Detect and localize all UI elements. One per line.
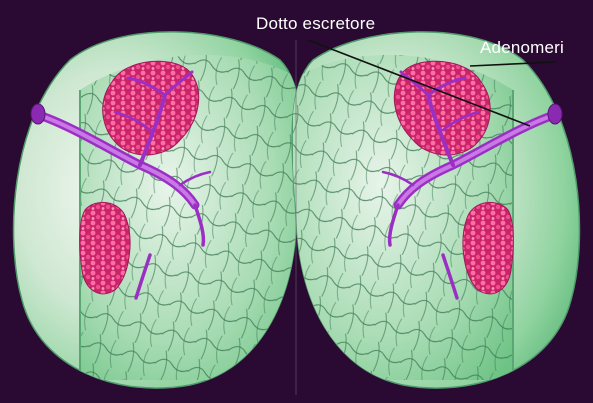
left-nipple — [30, 103, 46, 125]
duct-leader-line — [307, 39, 531, 127]
right-nipple — [547, 103, 563, 125]
left-lower-lobule — [79, 202, 131, 295]
duct-label: Dotto escretore — [256, 14, 376, 33]
left-breast — [12, 31, 302, 389]
right-lower-lobule — [462, 202, 514, 295]
adenomeres-label: Adenomeri — [480, 38, 565, 57]
adenomeres-leader-line — [469, 61, 557, 67]
left-duct-tree — [31, 70, 212, 300]
right-breast — [291, 31, 581, 389]
